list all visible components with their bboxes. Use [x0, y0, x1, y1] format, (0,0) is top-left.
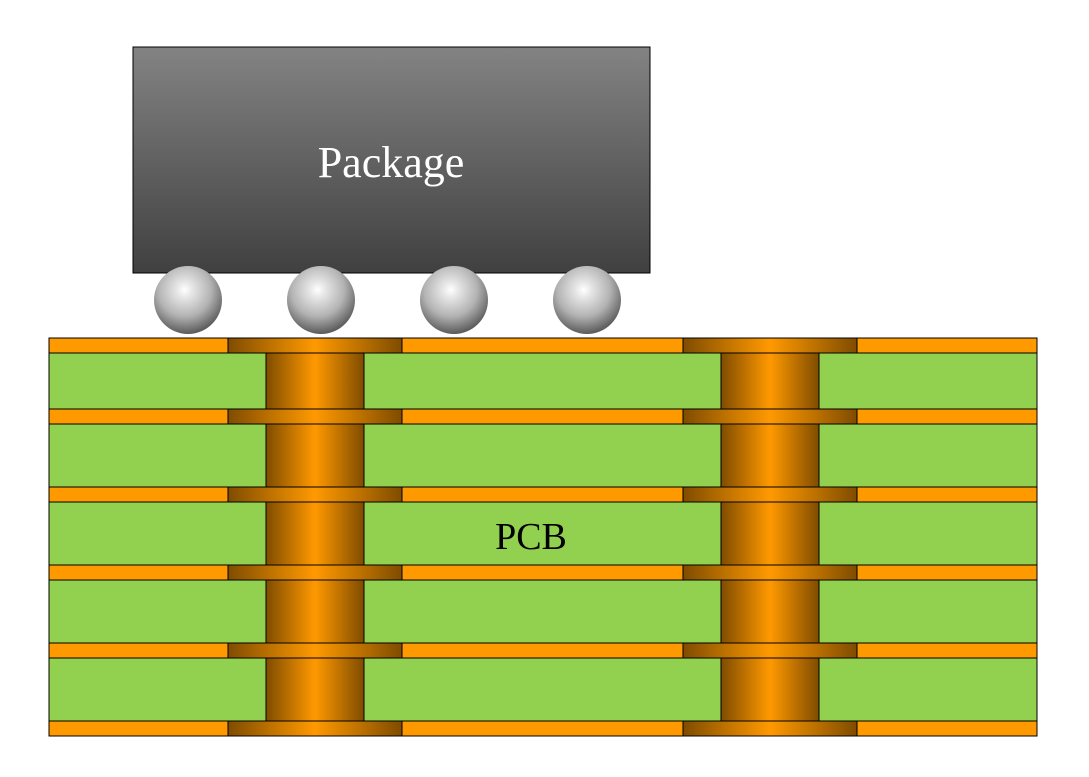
via [227, 337, 403, 737]
package-body [132, 46, 651, 274]
dielectric-layer [48, 657, 1038, 722]
via [682, 337, 858, 737]
solder-ball [553, 266, 621, 334]
solder-balls [154, 266, 621, 334]
package: Package [132, 46, 651, 274]
via-pad [682, 337, 858, 354]
via-pad [682, 642, 858, 659]
via-pad [682, 564, 858, 581]
copper-layer [48, 564, 1038, 581]
via-barrel [720, 352, 820, 722]
via-pad [227, 408, 403, 425]
package-label: Package [318, 138, 465, 187]
dielectric-layers [48, 352, 1038, 722]
dielectric-layer [48, 579, 1038, 644]
via-pad [682, 408, 858, 425]
solder-ball [420, 266, 488, 334]
solder-ball [154, 266, 222, 334]
pcb: PCB [48, 337, 1038, 737]
via-pad [682, 720, 858, 737]
via-barrel [265, 352, 365, 722]
pcb-label: PCB [495, 516, 567, 558]
via-pad [227, 486, 403, 503]
via-pad [227, 337, 403, 354]
solder-ball [287, 266, 355, 334]
dielectric-layer [48, 352, 1038, 410]
via-pad [227, 642, 403, 659]
via-pad [227, 720, 403, 737]
copper-layer [48, 720, 1038, 737]
via-pad [227, 564, 403, 581]
copper-layer [48, 486, 1038, 503]
copper-layer [48, 408, 1038, 425]
copper-layer [48, 337, 1038, 354]
via-pad [682, 486, 858, 503]
dielectric-layer [48, 423, 1038, 488]
copper-layer [48, 642, 1038, 659]
dielectric-layer [48, 501, 1038, 566]
